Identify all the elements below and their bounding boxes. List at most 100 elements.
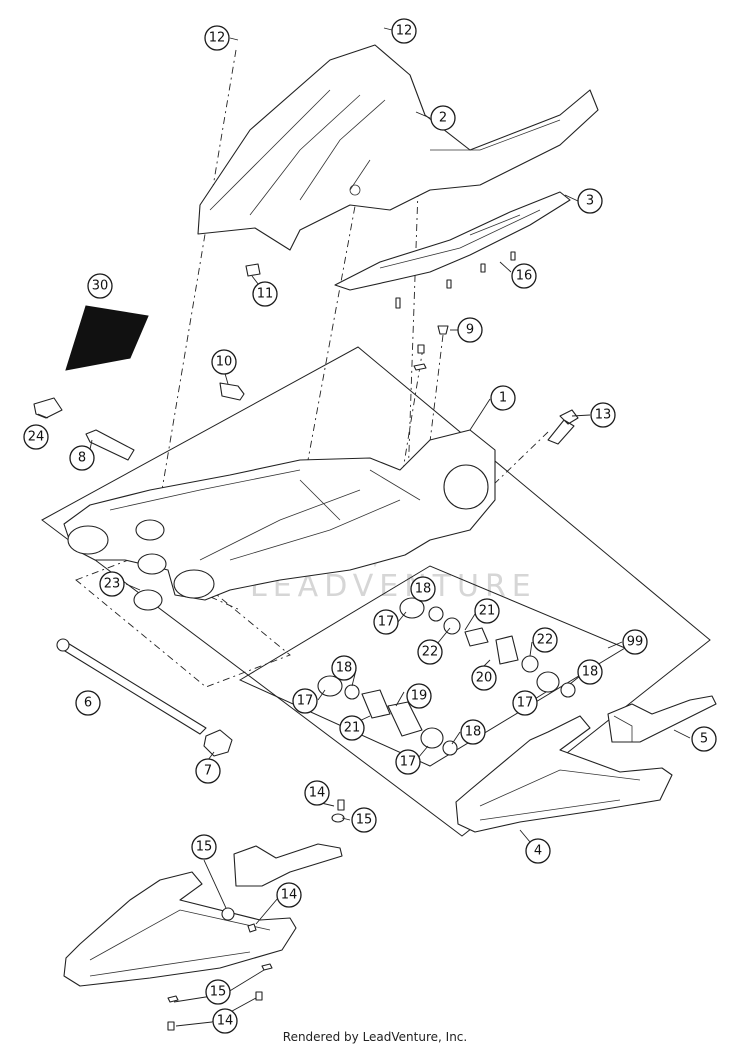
screw-16 xyxy=(395,251,516,309)
sticker-part xyxy=(65,305,149,371)
screw-9-part xyxy=(413,325,449,371)
bolt-13-part xyxy=(547,409,579,445)
kit-outline-1 xyxy=(41,346,711,837)
callout-21-b-label: 21 xyxy=(344,721,361,736)
callout-17-d[interactable]: 17 xyxy=(395,749,421,775)
callout-21-a-label: 21 xyxy=(479,604,496,619)
callout-8[interactable]: 8 xyxy=(69,445,95,471)
callout-15-a[interactable]: 15 xyxy=(351,807,377,833)
callout-12-right[interactable]: 12 xyxy=(391,18,417,44)
chain-guard-top-part xyxy=(334,191,571,291)
axle-part xyxy=(56,638,207,735)
callout-15-b-label: 15 xyxy=(196,840,213,855)
callout-20-label: 20 xyxy=(476,671,493,686)
callout-5-label: 5 xyxy=(700,732,708,747)
callout-8-label: 8 xyxy=(78,451,86,466)
callout-17-b-label: 17 xyxy=(297,694,314,709)
kit-outline-bushings xyxy=(75,547,291,688)
callout-18-b-label: 18 xyxy=(336,661,353,676)
callout-2[interactable]: 2 xyxy=(430,105,456,131)
callout-22-a[interactable]: 22 xyxy=(532,627,558,653)
callout-23-label: 23 xyxy=(104,577,121,592)
callout-18-b[interactable]: 18 xyxy=(331,655,357,681)
callout-18-a-label: 18 xyxy=(415,582,432,597)
callout-20[interactable]: 20 xyxy=(471,665,497,691)
callout-1[interactable]: 1 xyxy=(490,385,516,411)
callout-9[interactable]: 9 xyxy=(457,317,483,343)
callout-3-label: 3 xyxy=(586,194,594,209)
callout-16-label: 16 xyxy=(516,269,533,284)
callout-18-a[interactable]: 18 xyxy=(410,576,436,602)
callout-30-label: 30 xyxy=(92,279,109,294)
callout-4[interactable]: 4 xyxy=(525,838,551,864)
callout-22-b[interactable]: 22 xyxy=(417,639,443,665)
fitting-part xyxy=(219,382,245,401)
callout-99-label: 99 xyxy=(627,635,644,650)
callout-7[interactable]: 7 xyxy=(195,758,221,784)
callout-19-label: 19 xyxy=(411,689,428,704)
callout-17-a[interactable]: 17 xyxy=(373,609,399,635)
callout-1-label: 1 xyxy=(499,391,507,406)
callout-14-b[interactable]: 14 xyxy=(276,882,302,908)
callout-24-label: 24 xyxy=(28,430,45,445)
callout-13[interactable]: 13 xyxy=(590,402,616,428)
chain-slider-part xyxy=(455,715,673,833)
callout-99[interactable]: 99 xyxy=(622,629,648,655)
callout-14-c[interactable]: 14 xyxy=(212,1008,238,1034)
clip-part xyxy=(245,263,261,277)
callout-14-b-label: 14 xyxy=(281,888,298,903)
callout-13-label: 13 xyxy=(595,408,612,423)
footer-credit: Rendered by LeadVenture, Inc. xyxy=(282,1030,468,1044)
callout-18-c-label: 18 xyxy=(582,665,599,680)
callout-14-a-label: 14 xyxy=(309,786,326,801)
callout-17-d-label: 17 xyxy=(400,755,417,770)
callout-12-left-label: 12 xyxy=(209,31,226,46)
callout-10[interactable]: 10 xyxy=(211,349,237,375)
callout-15-c[interactable]: 15 xyxy=(205,979,231,1005)
callout-18-d-label: 18 xyxy=(465,725,482,740)
nut-part xyxy=(203,729,233,757)
callout-17-b[interactable]: 17 xyxy=(292,688,318,714)
callout-4-label: 4 xyxy=(534,844,542,859)
callout-6[interactable]: 6 xyxy=(75,690,101,716)
washer-15-part xyxy=(331,813,345,823)
callout-9-label: 9 xyxy=(466,323,474,338)
callout-15-a-label: 15 xyxy=(356,813,373,828)
callout-11-label: 11 xyxy=(257,287,274,302)
callout-10-label: 10 xyxy=(216,355,233,370)
callout-15-b[interactable]: 15 xyxy=(191,834,217,860)
bushing-23-part xyxy=(133,553,167,611)
callout-19[interactable]: 19 xyxy=(406,683,432,709)
callout-5[interactable]: 5 xyxy=(691,726,717,752)
screw-14-part xyxy=(337,799,345,811)
mudguard-part xyxy=(197,44,599,251)
callout-15-c-label: 15 xyxy=(210,985,227,1000)
callout-21-a[interactable]: 21 xyxy=(474,598,500,624)
lower-chain-guide-part xyxy=(63,843,343,1031)
callout-7-label: 7 xyxy=(204,764,212,779)
callout-30[interactable]: 30 xyxy=(87,273,113,299)
callout-17-c-label: 17 xyxy=(517,696,534,711)
bolt-8-part xyxy=(85,429,135,461)
callout-17-a-label: 17 xyxy=(378,615,395,630)
callout-24[interactable]: 24 xyxy=(23,424,49,450)
callout-11[interactable]: 11 xyxy=(252,281,278,307)
callout-22-b-label: 22 xyxy=(422,645,439,660)
callout-14-c-label: 14 xyxy=(217,1014,234,1029)
callout-21-b[interactable]: 21 xyxy=(339,715,365,741)
swingarm-part xyxy=(63,429,496,601)
callout-17-c[interactable]: 17 xyxy=(512,690,538,716)
callout-18-d[interactable]: 18 xyxy=(460,719,486,745)
bearing-kit-part xyxy=(317,597,576,756)
chain-guide-5-part xyxy=(607,695,717,743)
callout-23[interactable]: 23 xyxy=(99,571,125,597)
callout-22-a-label: 22 xyxy=(537,633,554,648)
callout-3[interactable]: 3 xyxy=(577,188,603,214)
callout-6-label: 6 xyxy=(84,696,92,711)
callout-18-c[interactable]: 18 xyxy=(577,659,603,685)
cap-part xyxy=(33,397,63,419)
callout-12-left[interactable]: 12 xyxy=(204,25,230,51)
callout-14-a[interactable]: 14 xyxy=(304,780,330,806)
callout-16[interactable]: 16 xyxy=(511,263,537,289)
